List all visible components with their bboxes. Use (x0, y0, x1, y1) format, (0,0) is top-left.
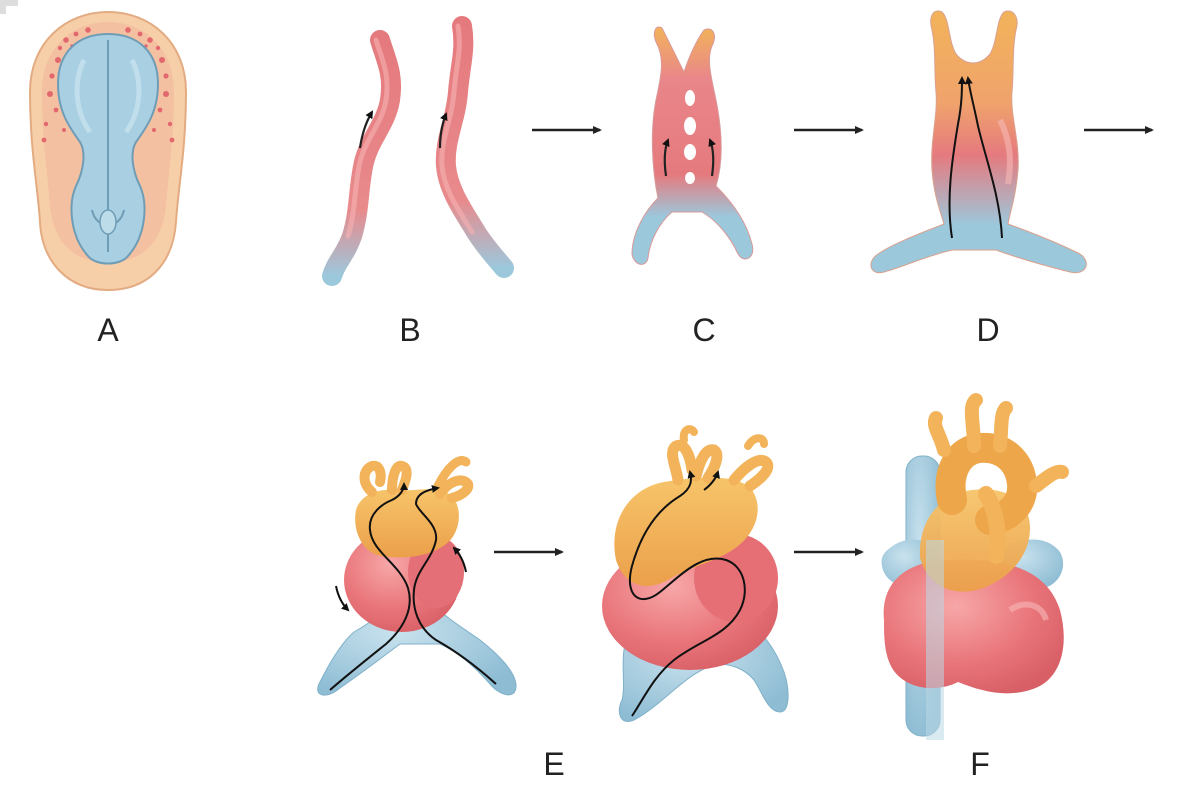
blood-flow-arrow (412, 485, 497, 685)
stage-f-mature-heart (881, 393, 1069, 740)
blood-flow-arrow (708, 138, 716, 177)
blood-flow-arrow (629, 470, 746, 717)
blood-flow-arrow (452, 546, 467, 573)
stage-labels: A B C D E F (97, 312, 999, 782)
stage-label-d: D (976, 312, 999, 348)
stage-label-e: E (543, 746, 564, 782)
stage-e-looping-heart (317, 456, 517, 696)
stage-label-c: C (692, 312, 715, 348)
blood-flow-arrow (335, 585, 350, 612)
stage-a-embryo (28, 10, 188, 292)
blood-flow-arrow (329, 482, 411, 691)
stage-label-b: B (399, 312, 420, 348)
stage-label-a: A (97, 312, 119, 348)
blood-flow-arrow (358, 110, 374, 149)
blood-flow-arrow (964, 76, 1003, 239)
stage-e-looping-heart-later (602, 425, 789, 722)
blood-flow-arrow (703, 470, 720, 491)
stage-b-paired-tubes (322, 16, 514, 286)
stage-label-f: F (970, 746, 990, 782)
corner-fragment (0, 0, 18, 14)
blood-flow-arrow (662, 138, 670, 177)
stage-c-fusing-tube (631, 26, 754, 265)
blood-flow-arrow (948, 76, 966, 239)
stage-d-single-tube (870, 10, 1087, 274)
blood-flow-arrow (438, 112, 448, 149)
